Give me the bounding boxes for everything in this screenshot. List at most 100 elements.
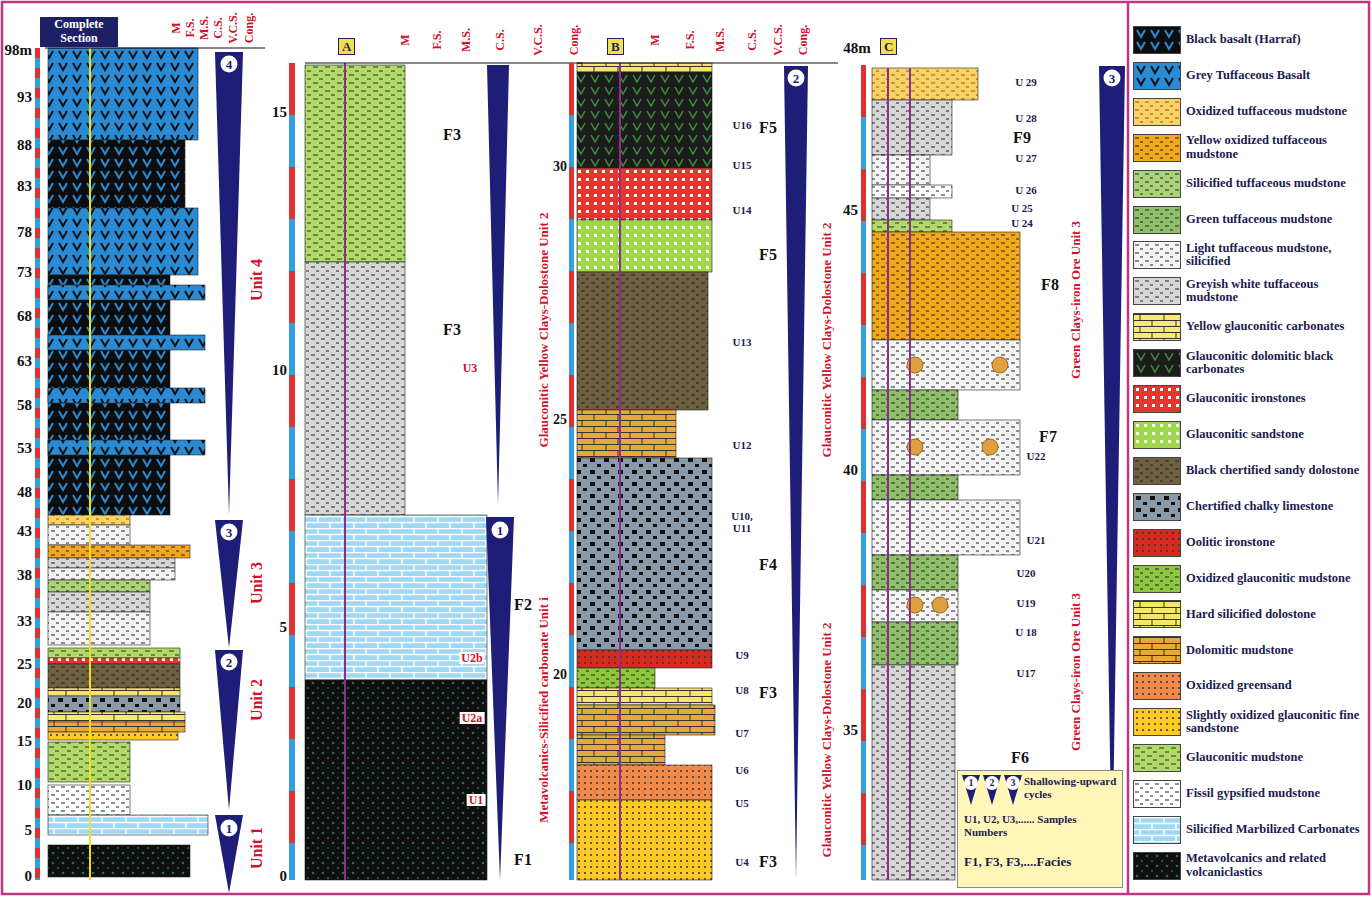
depth-number: 58 (17, 398, 32, 413)
scale-segment (35, 508, 40, 518)
bed-fill (577, 650, 712, 668)
legend-text: Black basalt (Harraf) (1186, 33, 1362, 47)
bed-texture (872, 475, 958, 500)
swatch-texture-fill (1134, 242, 1181, 269)
legend-swatch (1133, 600, 1181, 628)
bed-texture (872, 665, 955, 880)
legend-swatch (1133, 421, 1181, 449)
sample-number: U 24 (1007, 217, 1037, 229)
lithology-bed (48, 140, 185, 208)
depth-number: 98m (5, 43, 33, 58)
lithology-bed (872, 155, 930, 185)
scale-segment (35, 278, 40, 288)
sample-number: U5 (727, 797, 757, 809)
lithology-bed (48, 208, 198, 275)
scale-segment (35, 248, 40, 258)
depth-number: 5 (25, 823, 33, 838)
legend-text: Chertified chalky limestone (1186, 500, 1362, 514)
grain-size-label: M.S. (198, 16, 210, 40)
legend-swatch (1133, 493, 1181, 521)
lithology-bed (48, 48, 198, 140)
swatch-texture-fill (1134, 673, 1181, 700)
bed-texture (305, 515, 487, 680)
sample-number: U19 (1011, 597, 1041, 609)
legend-row: Oxidized greensand (1133, 670, 1362, 702)
node-text: A (342, 39, 351, 54)
lithology-bed (872, 100, 952, 155)
bed-texture (872, 590, 958, 622)
bed-fill (872, 622, 958, 665)
legend-text: Light tuffaceous mudstone, silicified (1186, 242, 1362, 269)
bed-fill (872, 100, 952, 155)
legend-row: Green tuffaceous mudstone (1133, 204, 1362, 236)
lithology-bed (48, 712, 185, 722)
sample-number: U1 (467, 794, 486, 806)
shallowing-cycle-wedge (215, 520, 243, 648)
bed-texture (577, 800, 712, 880)
scale-segment (569, 219, 574, 271)
node-text: U1, U2, U3,...... Samples Numbers (964, 813, 1118, 838)
sample-number: U6 (727, 764, 757, 776)
scale-segment (35, 638, 40, 648)
scale-segment (35, 768, 40, 778)
scale-segment (35, 178, 40, 188)
facies-label: F4 (759, 557, 777, 573)
lithology-bed (305, 262, 405, 515)
scale-segment (861, 637, 866, 689)
sample-number: U16 (727, 119, 757, 131)
lithology-bed (577, 72, 712, 168)
lithology-bed (872, 340, 1020, 390)
depth-number: 63 (17, 354, 32, 369)
lithology-bed (872, 665, 955, 880)
swatch-texture-fill (1134, 781, 1181, 808)
scale-segment (289, 791, 295, 843)
swatch-texture (1134, 601, 1181, 628)
facies-label: F3 (759, 685, 777, 701)
depth-number: 53 (17, 441, 32, 456)
swatch-texture (1134, 673, 1181, 700)
swatch-texture-fill (1134, 171, 1181, 198)
legend-row: Silicified tuffaceous mudstone (1133, 168, 1362, 200)
scale-segment (35, 158, 40, 168)
swatch-texture (1134, 171, 1181, 198)
scale-segment (289, 323, 295, 375)
legend-row: Glauconitic mudstone (1133, 742, 1362, 774)
bed-fill (872, 155, 930, 185)
scale-segment (569, 271, 574, 323)
scale-segment (35, 548, 40, 558)
scale-segment (569, 479, 574, 531)
bed-fill (48, 568, 175, 580)
scale-segment (569, 115, 574, 167)
unit-name: Glauconitic Yellow Clays-Dolostone Unit … (820, 223, 833, 458)
cycle-key-symbol: 3 (1004, 775, 1022, 805)
legend-row: Oolitic ironstone (1133, 527, 1362, 559)
bed-fill (577, 668, 655, 688)
column-letter: A (338, 38, 355, 55)
swatch-texture (1134, 494, 1181, 521)
bed-fill (872, 198, 930, 220)
scale-segment (35, 338, 40, 348)
lithology-bed (48, 592, 150, 612)
bed-texture (48, 688, 180, 696)
scale-segment (35, 648, 40, 658)
legend-swatch (1133, 636, 1181, 664)
shallowing-cycle-wedge (784, 66, 808, 880)
scale-segment (289, 167, 295, 219)
bed-fill (872, 220, 952, 232)
scale-segment (289, 375, 295, 427)
bed-fill (577, 168, 712, 220)
lithology-bed (48, 696, 180, 712)
swatch-texture (1134, 63, 1181, 90)
lithology-bed (48, 845, 190, 877)
legend-swatch (1133, 277, 1181, 305)
legend-row: Black chertified sandy dolostone (1133, 455, 1362, 487)
lithology-bed (48, 612, 150, 645)
scale-segment (861, 377, 866, 429)
lithology-bed (872, 232, 1020, 340)
scale-segment (569, 687, 574, 739)
facies-label: F2 (514, 597, 532, 613)
grain-size-label: C.S. (212, 17, 224, 38)
grain-size-label: V.C.S. (227, 12, 239, 43)
legend-row: Oxidized glauconitic mudstone (1133, 563, 1362, 595)
